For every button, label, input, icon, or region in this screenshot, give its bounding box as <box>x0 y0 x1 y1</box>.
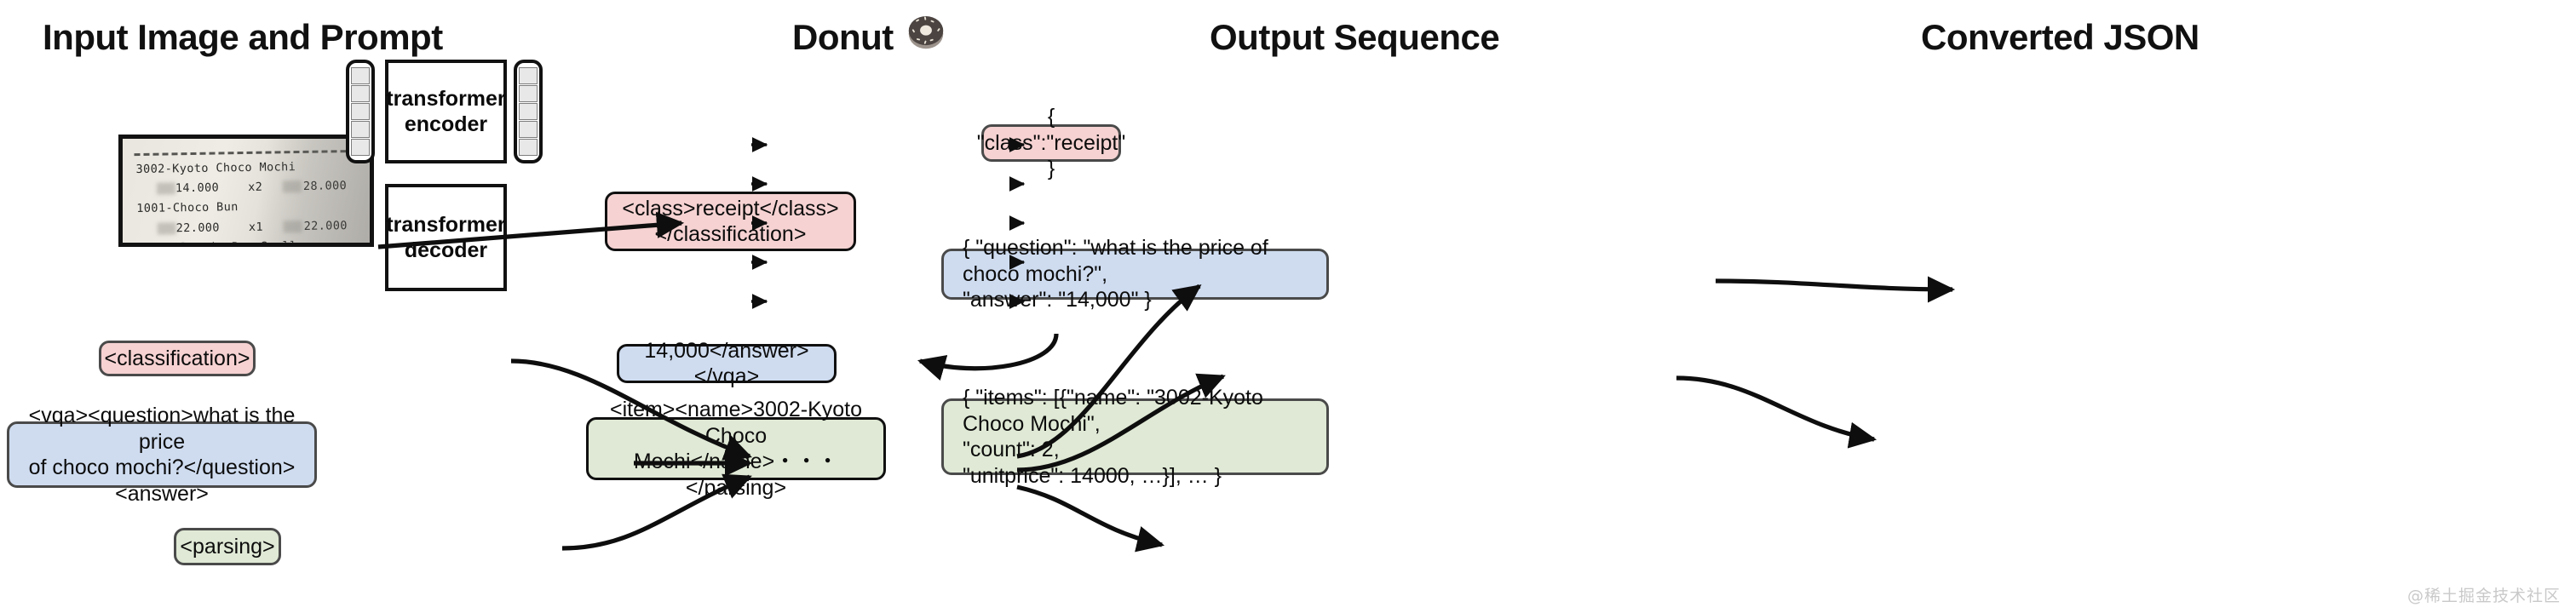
converted-json-vqa[interactable]: { "question": "what is the price of choc… <box>941 236 1329 312</box>
receipt-blur-patch <box>283 220 302 233</box>
converted-json-classification[interactable]: { "class":"receipt" } <box>976 105 1126 181</box>
heading-converted-json: Converted JSON <box>1921 17 2199 57</box>
token-cell <box>519 102 538 120</box>
encoder-output-token-strip <box>514 60 543 163</box>
token-cell <box>351 84 370 102</box>
receipt-text-line: 3002-Kyoto Choco Mochi <box>135 160 296 177</box>
converted-json-parsing[interactable]: { "items": [{"name": "3002-Kyoto Choco M… <box>941 386 1329 488</box>
transformer-encoder-block: transformer encoder <box>385 60 507 163</box>
prompt-classification[interactable]: <classification> <box>99 341 256 376</box>
token-cell <box>351 102 370 120</box>
receipt-text-line: 14.000 x2 <box>175 180 263 196</box>
prompt-vqa[interactable]: <vqa><question>what is the price of choc… <box>7 404 317 506</box>
receipt-text-line: 1001-Choco Bun <box>136 200 239 216</box>
transformer-decoder-block: transformer decoder <box>385 184 507 291</box>
output-sequence-parsing[interactable]: <item><name>3002-Kyoto Choco Mochi</name… <box>586 398 886 500</box>
token-cell <box>519 139 538 157</box>
heading-output-sequence: Output Sequence <box>1210 17 1500 57</box>
receipt-blur-patch <box>156 182 176 195</box>
receipt-text-line: 22.000 <box>303 219 348 233</box>
output-sequence-vqa[interactable]: 14,000</answer></vqa> <box>617 339 837 388</box>
token-cell <box>519 66 538 84</box>
token-cell <box>519 121 538 139</box>
token-cell <box>351 121 370 139</box>
token-cell <box>351 139 370 157</box>
watermark: @稀土掘金技术社区 <box>2406 587 2561 605</box>
receipt-text-line: 6001-Plastic Bag Small <box>137 239 297 243</box>
input-receipt-image: 3002-Kyoto Choco Mochi 14.000 x2 28.000 … <box>118 135 374 247</box>
token-cell <box>351 66 370 84</box>
output-sequence-classification[interactable]: <class>receipt</class> </classification> <box>605 192 856 251</box>
receipt-blur-patch <box>157 222 176 235</box>
receipt-text-line: 28.000 <box>302 179 348 193</box>
encoder-input-token-strip <box>346 60 375 163</box>
heading-donut: Donut <box>792 17 894 57</box>
donut-icon <box>908 16 944 49</box>
receipt-dashed-rule <box>134 149 365 157</box>
receipt-blur-patch <box>282 180 302 193</box>
token-cell <box>519 84 538 102</box>
receipt-text-line: 22.000 x1 <box>175 220 264 236</box>
prompt-parsing[interactable]: <parsing> <box>174 528 281 565</box>
heading-input-image-and-prompt: Input Image and Prompt <box>43 17 443 57</box>
